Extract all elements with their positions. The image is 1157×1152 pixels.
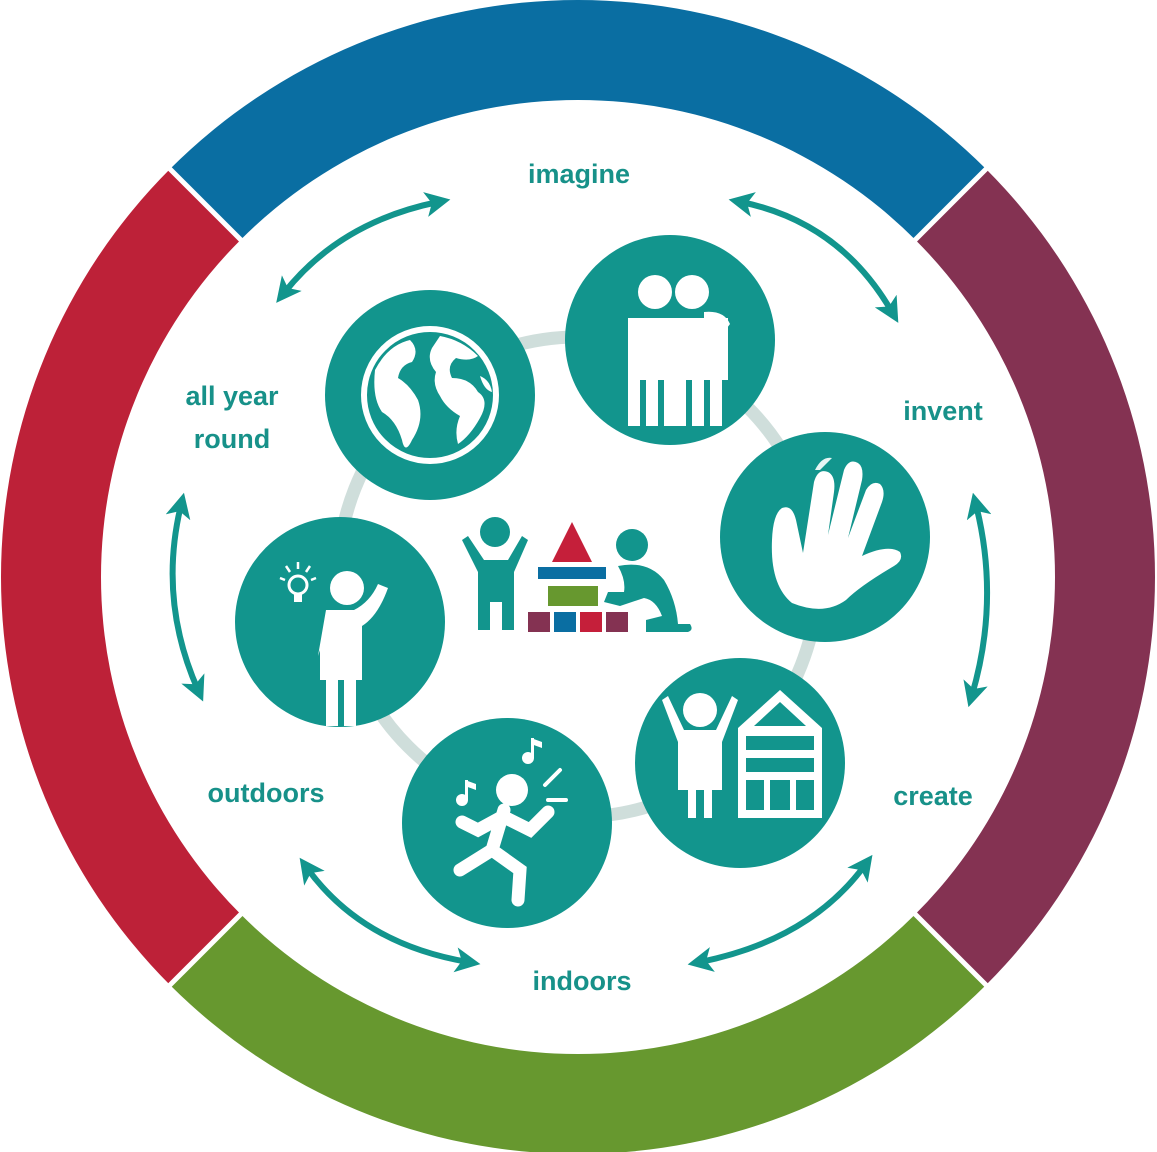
arrow-indoors-outdoors	[299, 857, 481, 973]
block-blue-bar	[538, 567, 606, 579]
ring-divider	[912, 165, 990, 243]
children-playing-blocks-icon	[462, 517, 692, 632]
ring-segment-right	[915, 168, 1155, 986]
label-all-year-line2: round	[194, 424, 270, 454]
ring-segment-left	[0, 168, 241, 986]
label-outdoors: outdoors	[208, 778, 325, 808]
ring-segment-bottom	[169, 914, 987, 1152]
ring-divider	[166, 165, 244, 243]
label-invent: invent	[903, 396, 983, 426]
running-music-icon	[453, 738, 568, 907]
circle-globe	[325, 290, 535, 500]
arrow-imagine-allyear	[276, 192, 451, 303]
ring-segment-top	[169, 0, 987, 240]
block-red	[580, 612, 602, 632]
arrows	[165, 192, 992, 973]
label-imagine: imagine	[528, 159, 630, 189]
block-purple	[528, 612, 550, 632]
label-all-year-line1: all year	[185, 381, 279, 411]
arrow-create-indoors	[687, 854, 873, 972]
globe-icon	[361, 326, 499, 464]
lightbulb-person-icon	[279, 562, 388, 726]
ring-dividers	[166, 165, 990, 989]
ring-divider	[166, 911, 244, 989]
circle-friends	[565, 235, 775, 445]
arrow-outdoors-allyear	[165, 492, 205, 702]
child-building-icon	[662, 690, 822, 818]
block-purple-2	[606, 612, 628, 632]
arrow-invent-create	[963, 492, 992, 708]
block-blue	[554, 612, 576, 632]
block-triangle	[552, 522, 592, 562]
ring-divider	[912, 911, 990, 989]
hand-icon	[771, 457, 902, 609]
circle-running-music	[402, 718, 612, 928]
center-children-blocks	[462, 517, 692, 632]
arrow-imagine-invent	[728, 192, 899, 323]
friends-icon	[628, 275, 730, 426]
circle-child-building	[635, 658, 845, 868]
label-indoors: indoors	[533, 966, 632, 996]
circle-lightbulb-person	[235, 517, 445, 727]
label-create: create	[893, 781, 973, 811]
block-green	[548, 586, 598, 606]
circle-hand	[720, 432, 930, 642]
